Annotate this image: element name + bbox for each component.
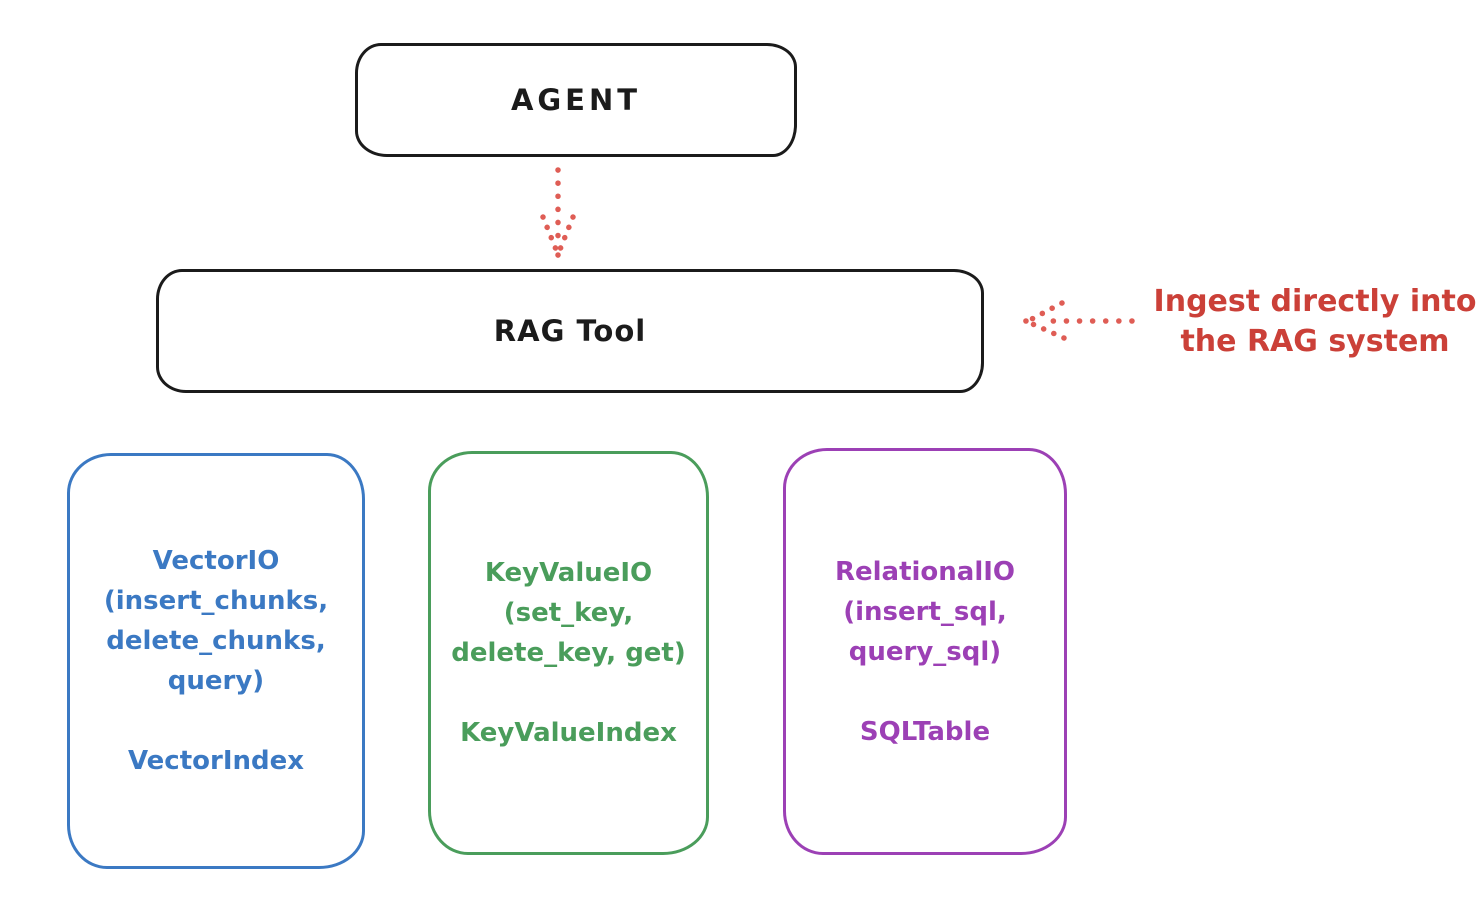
sql-table-label: SQLTable [859, 716, 991, 747]
relational-io-title: RelationalIO [834, 556, 1016, 587]
ingest-annotation-line1: Ingest directly into [1153, 284, 1477, 319]
keyvalue-io-method-line: delete_key, get) [451, 638, 686, 668]
ingest-annotation: Ingest directly into the RAG system [1146, 282, 1484, 362]
rag-tool-box: RAG Tool [156, 269, 984, 393]
relational-io-method-line: (insert_sql, [843, 596, 1007, 627]
agent-box-label: AGENT [510, 83, 642, 117]
keyvalue-io-title: KeyValueIO [484, 558, 653, 588]
relational-io-text: RelationalIO (insert_sql, query_sql) SQL… [835, 552, 1015, 752]
vector-io-method-line: delete_chunks, [106, 626, 326, 656]
keyvalue-io-box: KeyValueIO (set_key, delete_key, get) Ke… [428, 451, 709, 855]
vector-io-method-line: (insert_chunks, [103, 586, 329, 616]
agent-to-rag-arrow [540, 167, 576, 259]
keyvalue-io-method-line: (set_key, [503, 598, 634, 628]
agent-box: AGENT [355, 43, 797, 157]
keyvalue-io-text: KeyValueIO (set_key, delete_key, get) Ke… [451, 553, 686, 753]
ingest-annotation-line2: the RAG system [1180, 324, 1450, 359]
vector-index-label: VectorIndex [127, 746, 305, 776]
relational-io-box: RelationalIO (insert_sql, query_sql) SQL… [783, 448, 1067, 855]
vector-io-box: VectorIO (insert_chunks, delete_chunks, … [67, 453, 365, 869]
relational-io-method-line: query_sql) [848, 636, 1002, 667]
ingest-to-rag-arrow [1022, 300, 1135, 341]
keyvalue-index-label: KeyValueIndex [460, 718, 677, 748]
rag-tool-box-label: RAG Tool [493, 314, 647, 348]
vector-io-text: VectorIO (insert_chunks, delete_chunks, … [104, 541, 328, 781]
vector-io-method-line: query) [167, 666, 265, 696]
vector-io-title: VectorIO [152, 546, 280, 576]
